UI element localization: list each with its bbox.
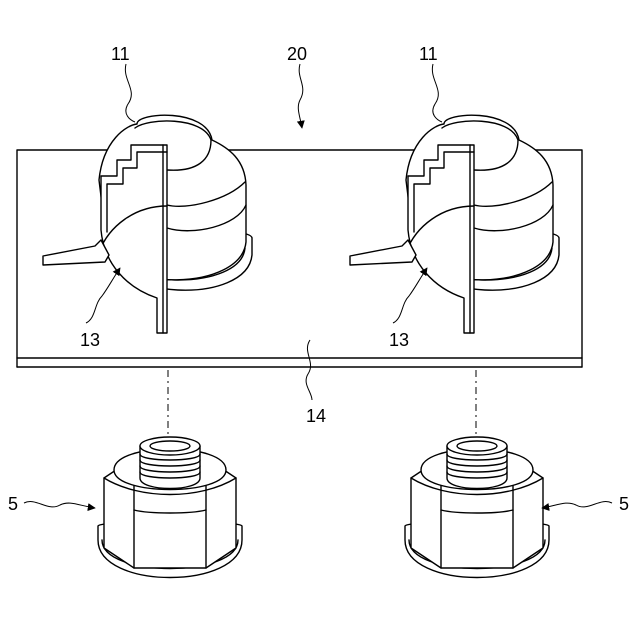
leader-nut-right: [542, 502, 612, 508]
label-cap-left: 11: [111, 44, 130, 64]
label-plate: 14: [306, 406, 326, 426]
label-nut-left: 5: [8, 494, 18, 514]
nut-right: [405, 437, 549, 578]
nut-left: [98, 437, 242, 578]
label-recess-right: 13: [389, 330, 409, 350]
label-assembly: 20: [287, 44, 307, 64]
leader-cap-left: [125, 64, 135, 122]
leader-assembly: [298, 64, 303, 128]
leader-nut-left: [24, 502, 95, 508]
leader-cap-right: [432, 64, 442, 122]
label-cap-right: 11: [419, 44, 438, 64]
label-recess-left: 13: [80, 330, 100, 350]
label-nut-right: 5: [619, 494, 629, 514]
